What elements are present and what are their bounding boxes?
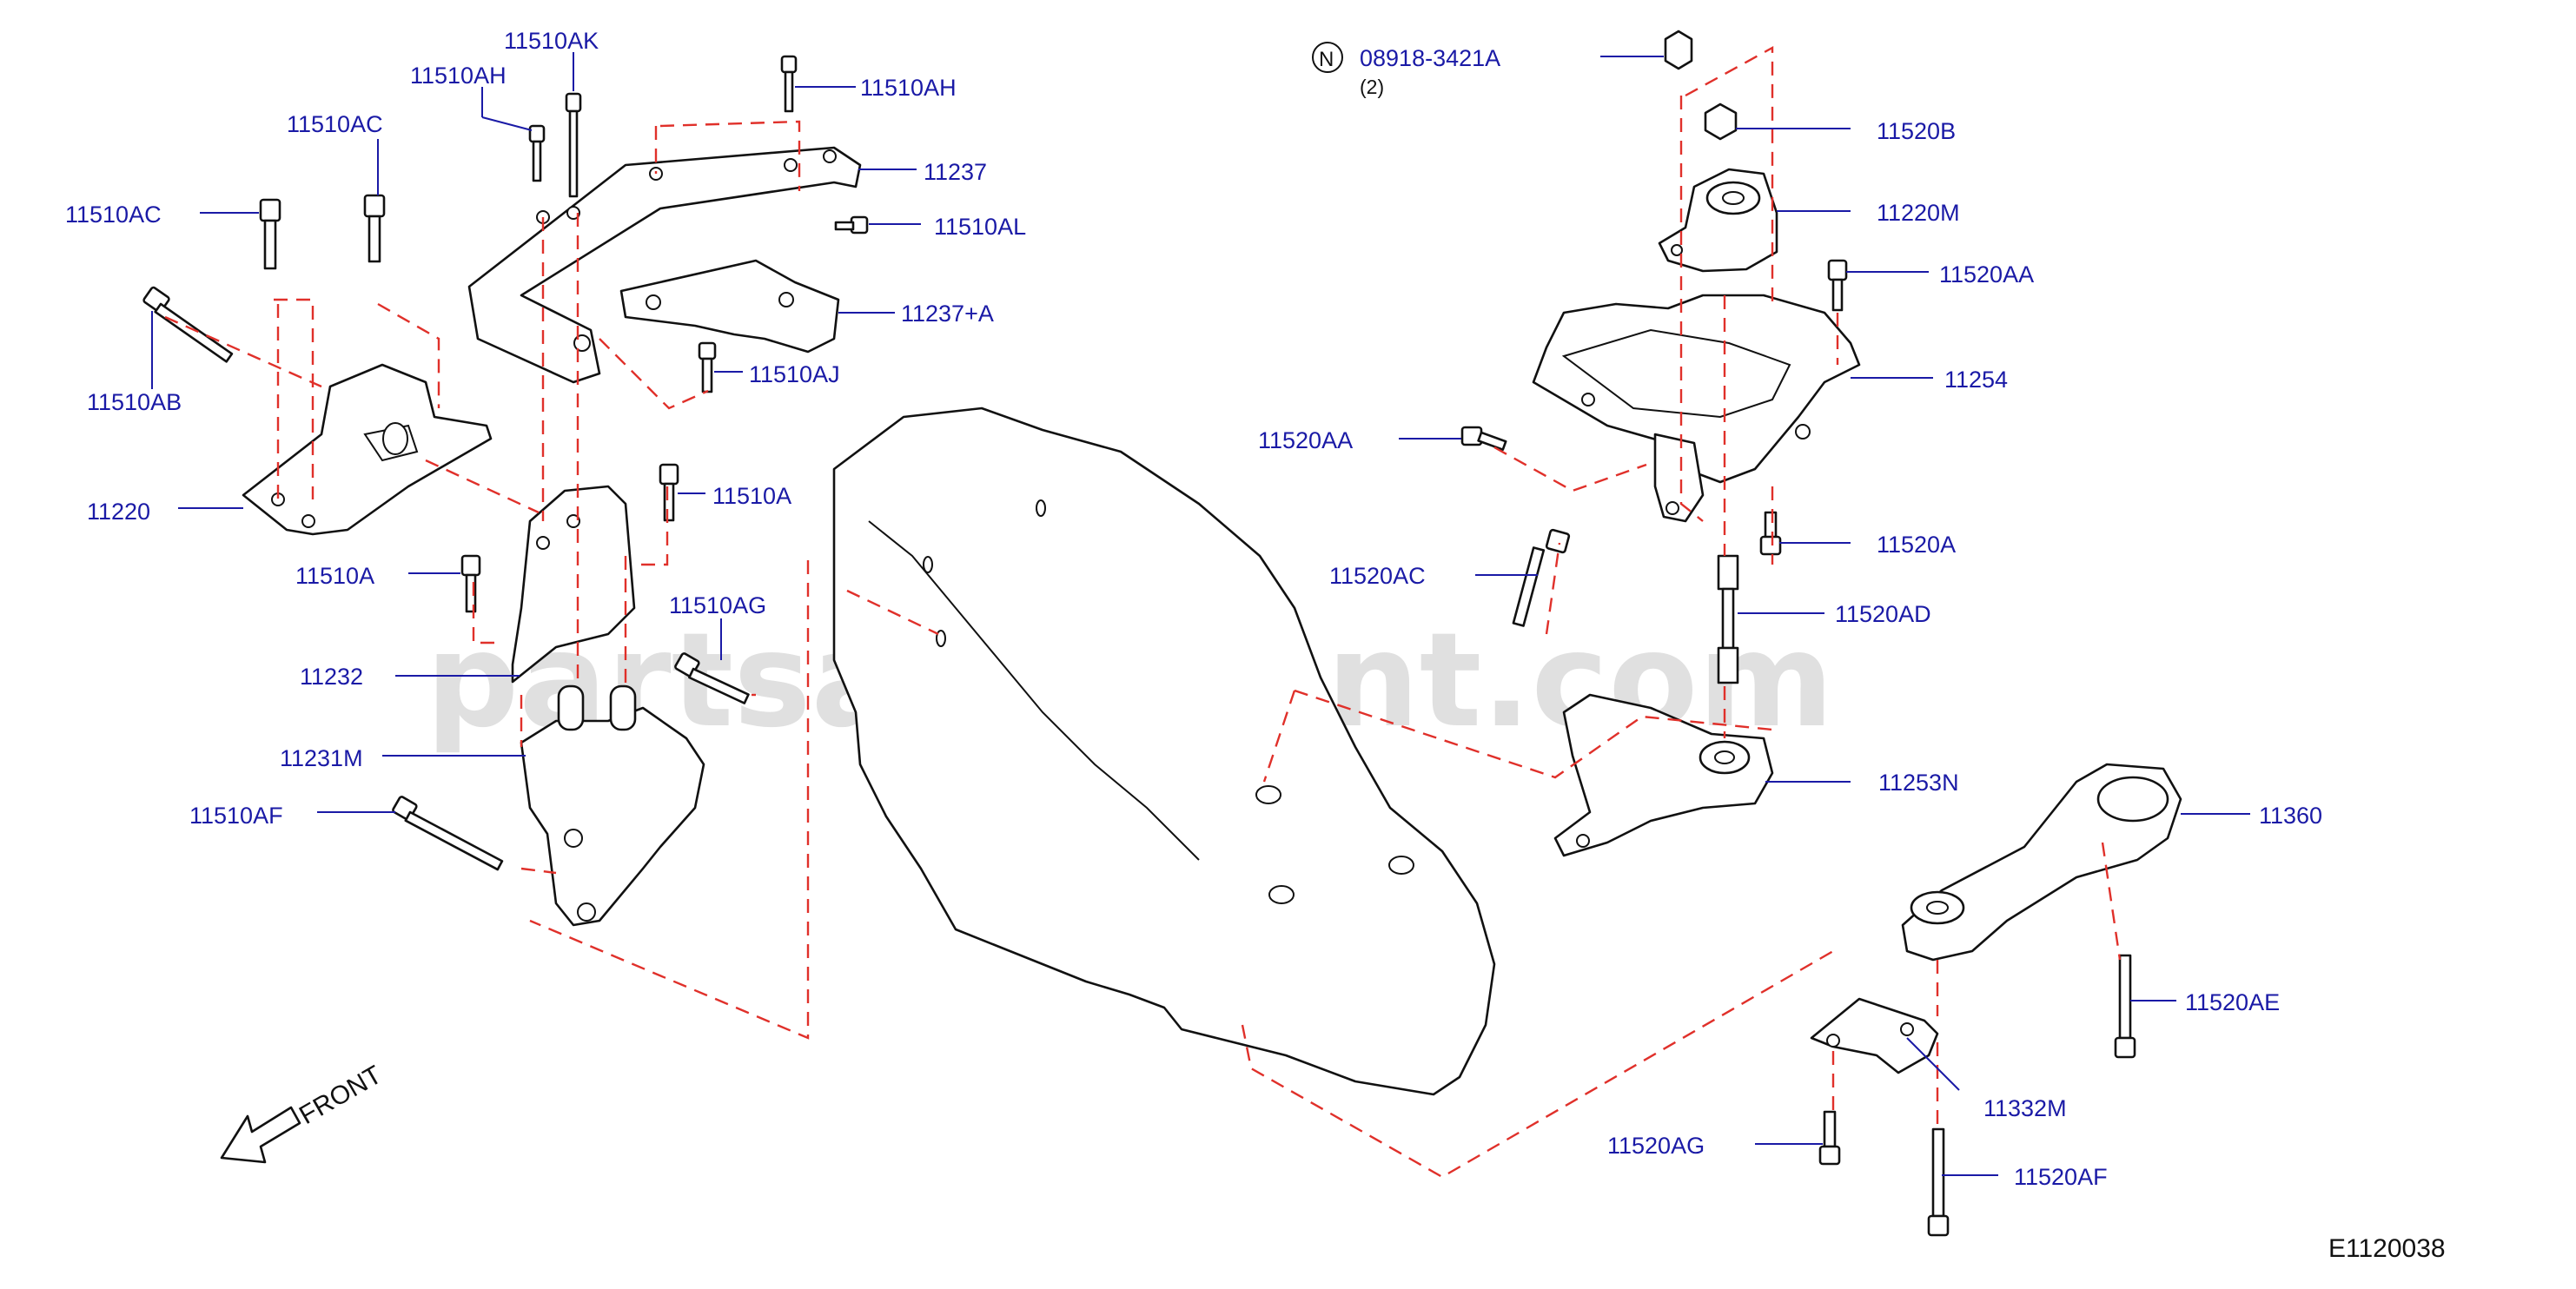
plate-11237A xyxy=(619,259,840,354)
bracket-11232 xyxy=(511,485,636,684)
nut-08918-icon xyxy=(1664,30,1693,70)
label-11510AH: 11510AH xyxy=(860,75,957,101)
diagram-code: E1120038 xyxy=(2328,1234,2446,1263)
engine-boss xyxy=(1268,885,1295,904)
label-11510A: 11510A xyxy=(295,563,374,589)
label-11520B: 11520B xyxy=(1877,118,1956,144)
leader-lines xyxy=(151,52,2250,1176)
bolt-11510AH-icon xyxy=(528,124,546,182)
bolt-11520AE-icon xyxy=(2114,954,2136,1059)
n-marker-letter: N xyxy=(1319,48,1334,71)
label-08918-3421A: 08918-3421A xyxy=(1360,45,1500,71)
label-11220: 11220 xyxy=(87,499,150,525)
label-11520A: 11520A xyxy=(1877,532,1956,558)
n-marker-icon xyxy=(1312,42,1343,73)
label-11510AB: 11510AB xyxy=(87,389,182,415)
bolt-11520AC-icon xyxy=(1512,528,1571,627)
engine-hole xyxy=(1036,499,1046,517)
label-11520AD: 11520AD xyxy=(1835,601,1931,627)
label-11360: 11360 xyxy=(2259,803,2322,829)
engine-hole xyxy=(923,556,933,573)
label-11237A: 11237+A xyxy=(901,301,994,327)
label-11510AK: 11510AK xyxy=(504,28,599,54)
label-11510AF: 11510AF xyxy=(189,803,283,829)
bolt-11510AC-icon xyxy=(259,198,281,270)
bolt-11510AL-icon xyxy=(834,215,869,235)
label-11253N: 11253N xyxy=(1878,770,1959,796)
bolt-11520AF-icon xyxy=(1927,1127,1950,1237)
label-11520AA: 11520AA xyxy=(1258,427,1353,453)
bolt-11510A-icon xyxy=(460,554,481,613)
engine-detail-line xyxy=(868,520,1200,861)
label-11510AC: 11510AC xyxy=(65,202,162,228)
bolt-11510A-icon xyxy=(659,463,679,522)
label-11510AC: 11510AC xyxy=(287,111,383,137)
bolt-11520AG-icon xyxy=(1818,1110,1841,1166)
label-11237: 11237 xyxy=(924,159,987,185)
bracket-11254 xyxy=(1532,294,1861,523)
part-labels: 11510AK 11510AH 11510AH 11510AC 11510AC … xyxy=(65,28,2322,1190)
label-11520AA: 11520AA xyxy=(1939,261,2034,288)
bolt-11510AH-icon xyxy=(780,55,798,113)
nut-11520B-icon xyxy=(1704,102,1738,141)
bolt-11520AA-icon xyxy=(1827,259,1848,312)
label-11520AE: 11520AE xyxy=(2185,989,2280,1015)
bolt-11510AC-icon xyxy=(363,194,386,263)
engine-boss xyxy=(1255,785,1281,804)
label-11231M: 11231M xyxy=(280,745,363,771)
engine-hole xyxy=(936,630,946,647)
bracket-11332M xyxy=(1810,997,1939,1074)
label-11510AH: 11510AH xyxy=(410,63,507,89)
front-label: FRONT xyxy=(295,1061,387,1130)
engine-outline xyxy=(832,407,1496,1096)
bolt-11510AK-icon xyxy=(565,92,582,198)
bracket-11237 xyxy=(467,146,862,384)
label-08918-qty: (2) xyxy=(1360,76,1384,98)
label-11520AC: 11520AC xyxy=(1329,563,1426,589)
mount-11220M xyxy=(1658,168,1778,273)
engine-boss xyxy=(1388,856,1414,875)
bolts-right xyxy=(1460,259,2136,1237)
label-11332M: 11332M xyxy=(1983,1095,2067,1121)
bolt-11510AF-icon xyxy=(392,796,504,871)
assembly-lines xyxy=(164,45,2122,1179)
stud-11520AD-icon xyxy=(1717,554,1739,684)
label-11254: 11254 xyxy=(1944,367,2008,393)
bolt-11510AG-icon xyxy=(674,652,750,704)
label-11510AJ: 11510AJ xyxy=(749,361,840,387)
label-11510AL: 11510AL xyxy=(934,214,1026,240)
torque-rod-11360 xyxy=(1901,763,2182,962)
bolt-11510AB-icon xyxy=(142,286,234,363)
bolt-11520AA-icon xyxy=(1460,426,1507,451)
label-11510AG: 11510AG xyxy=(669,592,766,618)
label-11520AG: 11520AG xyxy=(1607,1133,1705,1159)
front-arrow-icon xyxy=(220,1106,301,1164)
label-11232: 11232 xyxy=(300,664,363,690)
label-11510A: 11510A xyxy=(712,483,791,509)
label-11220M: 11220M xyxy=(1877,200,1960,226)
engine-block xyxy=(832,407,1496,1096)
bolt-11520A-icon xyxy=(1759,511,1782,556)
bracket-11253N xyxy=(1553,693,1774,857)
label-11520AF: 11520AF xyxy=(2014,1164,2108,1190)
mount-11220 xyxy=(242,363,493,536)
mount-11231M xyxy=(520,684,705,927)
front-indicator: FRONT xyxy=(220,1061,387,1164)
bolt-11510AJ-icon xyxy=(698,341,717,393)
bolts-left xyxy=(142,55,869,871)
